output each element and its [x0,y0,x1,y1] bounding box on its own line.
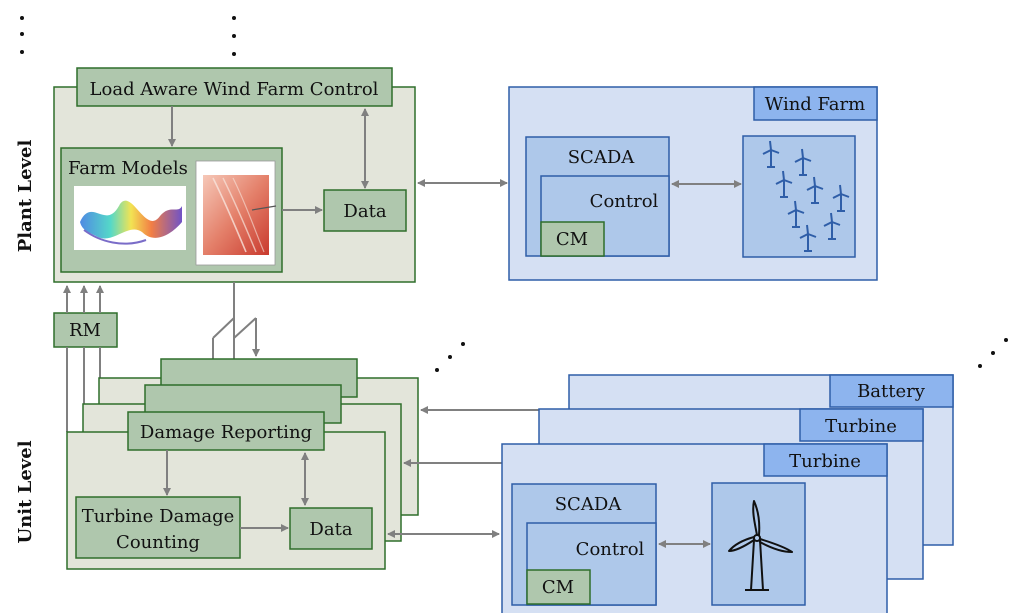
plant-data-box[interactable] [323,189,407,232]
cm-label-plant: CM [556,229,588,250]
mini-turbine-icon [762,140,780,168]
plant-data-label: Data [343,201,386,222]
unit-level-label: Unit Level [15,440,36,543]
rm-label: RM [69,320,101,341]
mini-turbine-icon [806,176,824,204]
mini-turbine-icon [823,212,841,240]
scada-label-unit: SCADA [555,494,623,515]
farm-models-label: Farm Models [68,158,188,179]
control-label-plant: Control [590,191,659,212]
ellipsis-dots [20,16,1008,372]
damage-reporting-label: Damage Reporting [140,422,312,443]
wind-turbine-icons [762,140,850,252]
mini-turbine-icon [787,200,805,228]
turbine-damage-label-2: Counting [116,532,200,553]
turbine-label-front: Turbine [789,451,861,472]
mini-turbine-icon [832,184,850,212]
wind-farm-tag [753,86,878,121]
rm-box[interactable] [53,312,118,348]
mini-turbine-icon [799,224,817,252]
wind-turbine-icon [728,500,793,591]
turbine-damage-box[interactable] [75,496,241,559]
surface-plot-image [74,186,186,250]
battery-label: Battery [857,381,926,402]
load-aware-label: Load Aware Wind Farm Control [90,79,379,100]
single-turbine-box [711,482,806,606]
control-label-unit: Control [576,539,645,560]
mini-turbine-icon [794,148,812,176]
plant-arrows [168,106,508,214]
unit-data-box[interactable] [289,507,373,550]
damage-reporting-box[interactable] [127,411,325,451]
cm-box-unit[interactable] [526,569,591,605]
cm-label-unit: CM [542,577,574,598]
unit-data-label: Data [309,519,352,540]
scada-label-plant: SCADA [568,147,636,168]
plant-level-label: Plant Level [15,140,36,253]
heatmap-image [195,160,277,266]
turbine-damage-label-1: Turbine Damage [82,506,235,527]
turbine-label-back: Turbine [825,416,897,437]
cm-box-plant[interactable] [540,221,605,257]
control-box-unit[interactable] [526,522,657,606]
mini-turbine-icon [775,170,793,198]
load-aware-box[interactable] [76,67,393,107]
wind-farm-label: Wind Farm [765,94,865,115]
